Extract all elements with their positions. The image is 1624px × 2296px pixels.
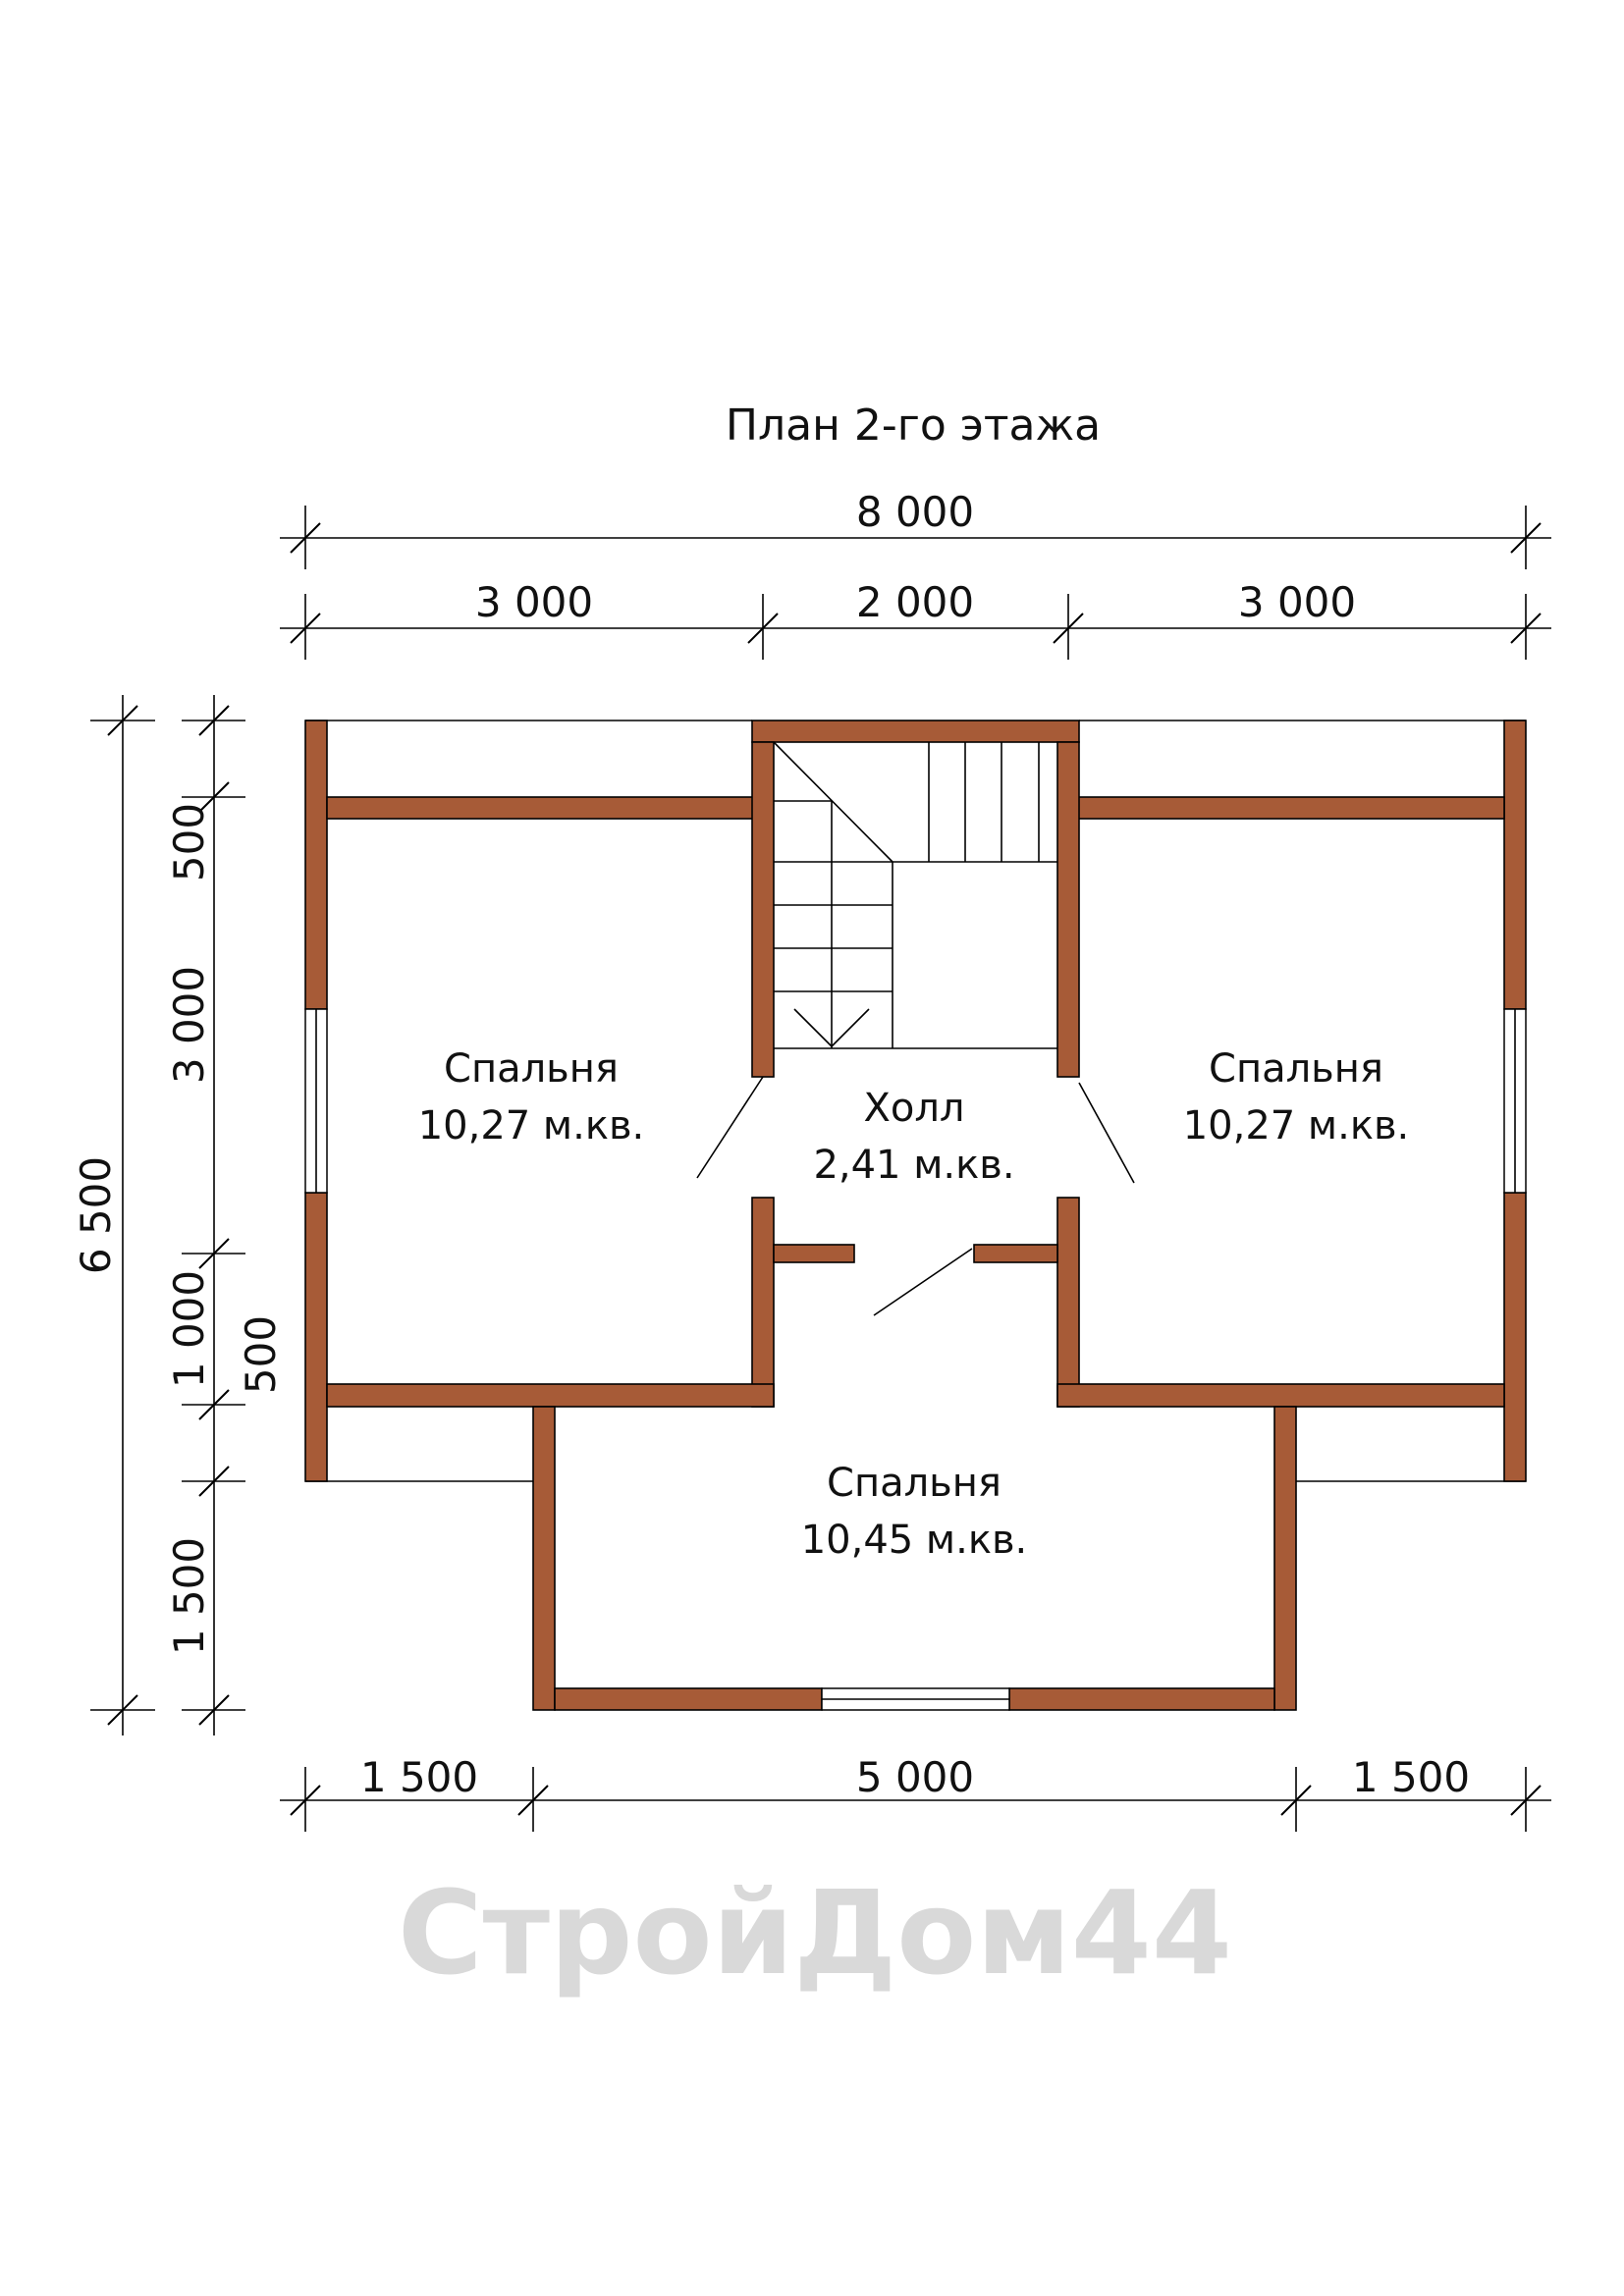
room-name-left: Спальня <box>444 1046 619 1092</box>
dim-top-total: 8 000 <box>856 488 974 536</box>
top-dimensions <box>280 506 1551 660</box>
room-area-right: 10,27 м.кв. <box>1183 1103 1410 1148</box>
window-bottom <box>821 1687 1010 1711</box>
room-name-right: Спальня <box>1209 1046 1383 1092</box>
left-dimensions <box>90 695 245 1735</box>
staircase <box>773 741 1057 1049</box>
dim-bottom-3: 1 500 <box>1352 1753 1470 1801</box>
dim-bottom-1: 1 500 <box>360 1753 478 1801</box>
dim-top-1: 3 000 <box>475 578 593 626</box>
bottom-dimensions <box>280 1767 1551 1832</box>
dim-left-total: 6 500 <box>72 1156 120 1274</box>
dim-left-5: 1 500 <box>165 1537 213 1655</box>
door-right <box>1078 1082 1135 1184</box>
dim-top-2: 2 000 <box>856 578 974 626</box>
dim-left-3: 1 000 <box>165 1270 213 1388</box>
outline-lines <box>305 720 1526 1482</box>
watermark: СтройДом44 <box>398 1865 1232 2001</box>
window-left <box>304 1008 328 1194</box>
room-name-bottom: Спальня <box>827 1461 1001 1506</box>
window-right <box>1503 1008 1527 1194</box>
dim-left-4: 500 <box>237 1315 285 1394</box>
walls <box>304 720 1527 1711</box>
door-hall <box>873 1248 973 1316</box>
plan-title: План 2-го этажа <box>726 400 1101 451</box>
room-area-bottom: 10,45 м.кв. <box>801 1518 1028 1563</box>
room-name-hall: Холл <box>863 1086 964 1131</box>
room-area-hall: 2,41 м.кв. <box>813 1143 1014 1188</box>
dim-bottom-2: 5 000 <box>856 1753 974 1801</box>
dim-top-3: 3 000 <box>1238 578 1356 626</box>
room-area-left: 10,27 м.кв. <box>418 1103 645 1148</box>
dim-left-1: 500 <box>165 803 213 881</box>
door-left <box>696 1076 764 1179</box>
dim-left-2: 3 000 <box>165 966 213 1084</box>
